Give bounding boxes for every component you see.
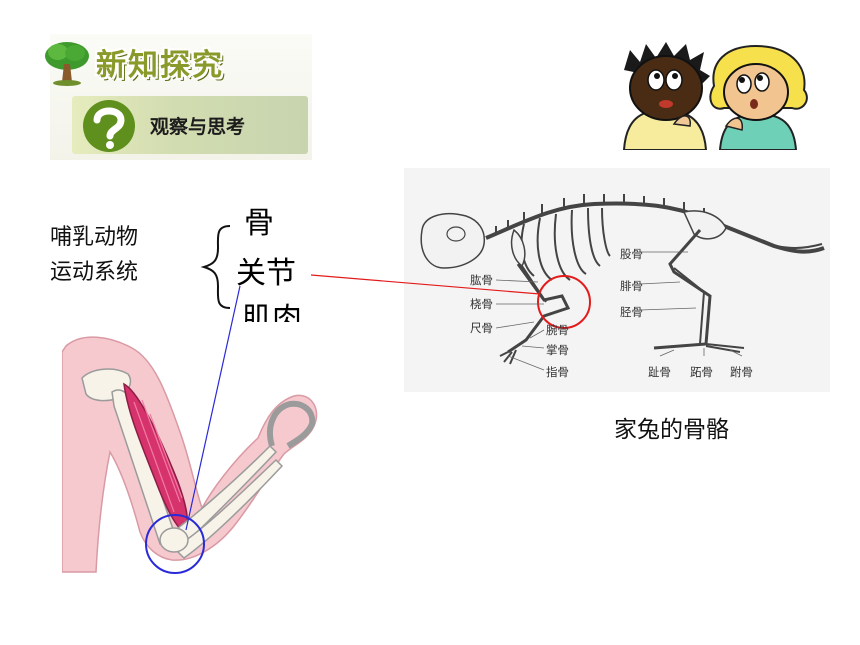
banner-title: 新知探究	[96, 48, 224, 83]
component-joint: 关节	[236, 256, 296, 291]
thinking-kids-icon	[622, 42, 808, 150]
system-label-line2: 运动系统	[50, 260, 139, 285]
label-metacarpal: 掌骨	[546, 343, 569, 357]
label-phalanges: 指骨	[546, 365, 569, 379]
label-ulna: 尺骨	[470, 321, 493, 335]
label-femur: 股骨	[620, 247, 643, 261]
label-metatarsal: 跖骨	[690, 365, 713, 379]
arm-illustration	[62, 322, 326, 586]
label-toe-bones: 趾骨	[648, 365, 671, 379]
system-label: 哺乳动物 运动系统	[50, 220, 138, 290]
subtitle-text: 观察与思考	[150, 116, 246, 138]
question-mark-icon	[83, 100, 135, 152]
label-radius: 桡骨	[470, 297, 493, 311]
label-tarsal: 跗骨	[730, 365, 753, 379]
label-humerus: 肱骨	[470, 273, 493, 287]
component-bone: 骨	[244, 206, 274, 241]
label-carpal: 腕骨	[546, 323, 569, 337]
system-label-line1: 哺乳动物	[50, 225, 139, 250]
curly-brace	[200, 225, 231, 309]
rabbit-skeleton	[404, 168, 830, 392]
label-tibia: 胫骨	[620, 305, 643, 319]
rabbit-caption: 家兔的骨骼	[614, 417, 729, 443]
tree-icon	[45, 42, 89, 86]
label-fibula: 腓骨	[620, 279, 643, 293]
